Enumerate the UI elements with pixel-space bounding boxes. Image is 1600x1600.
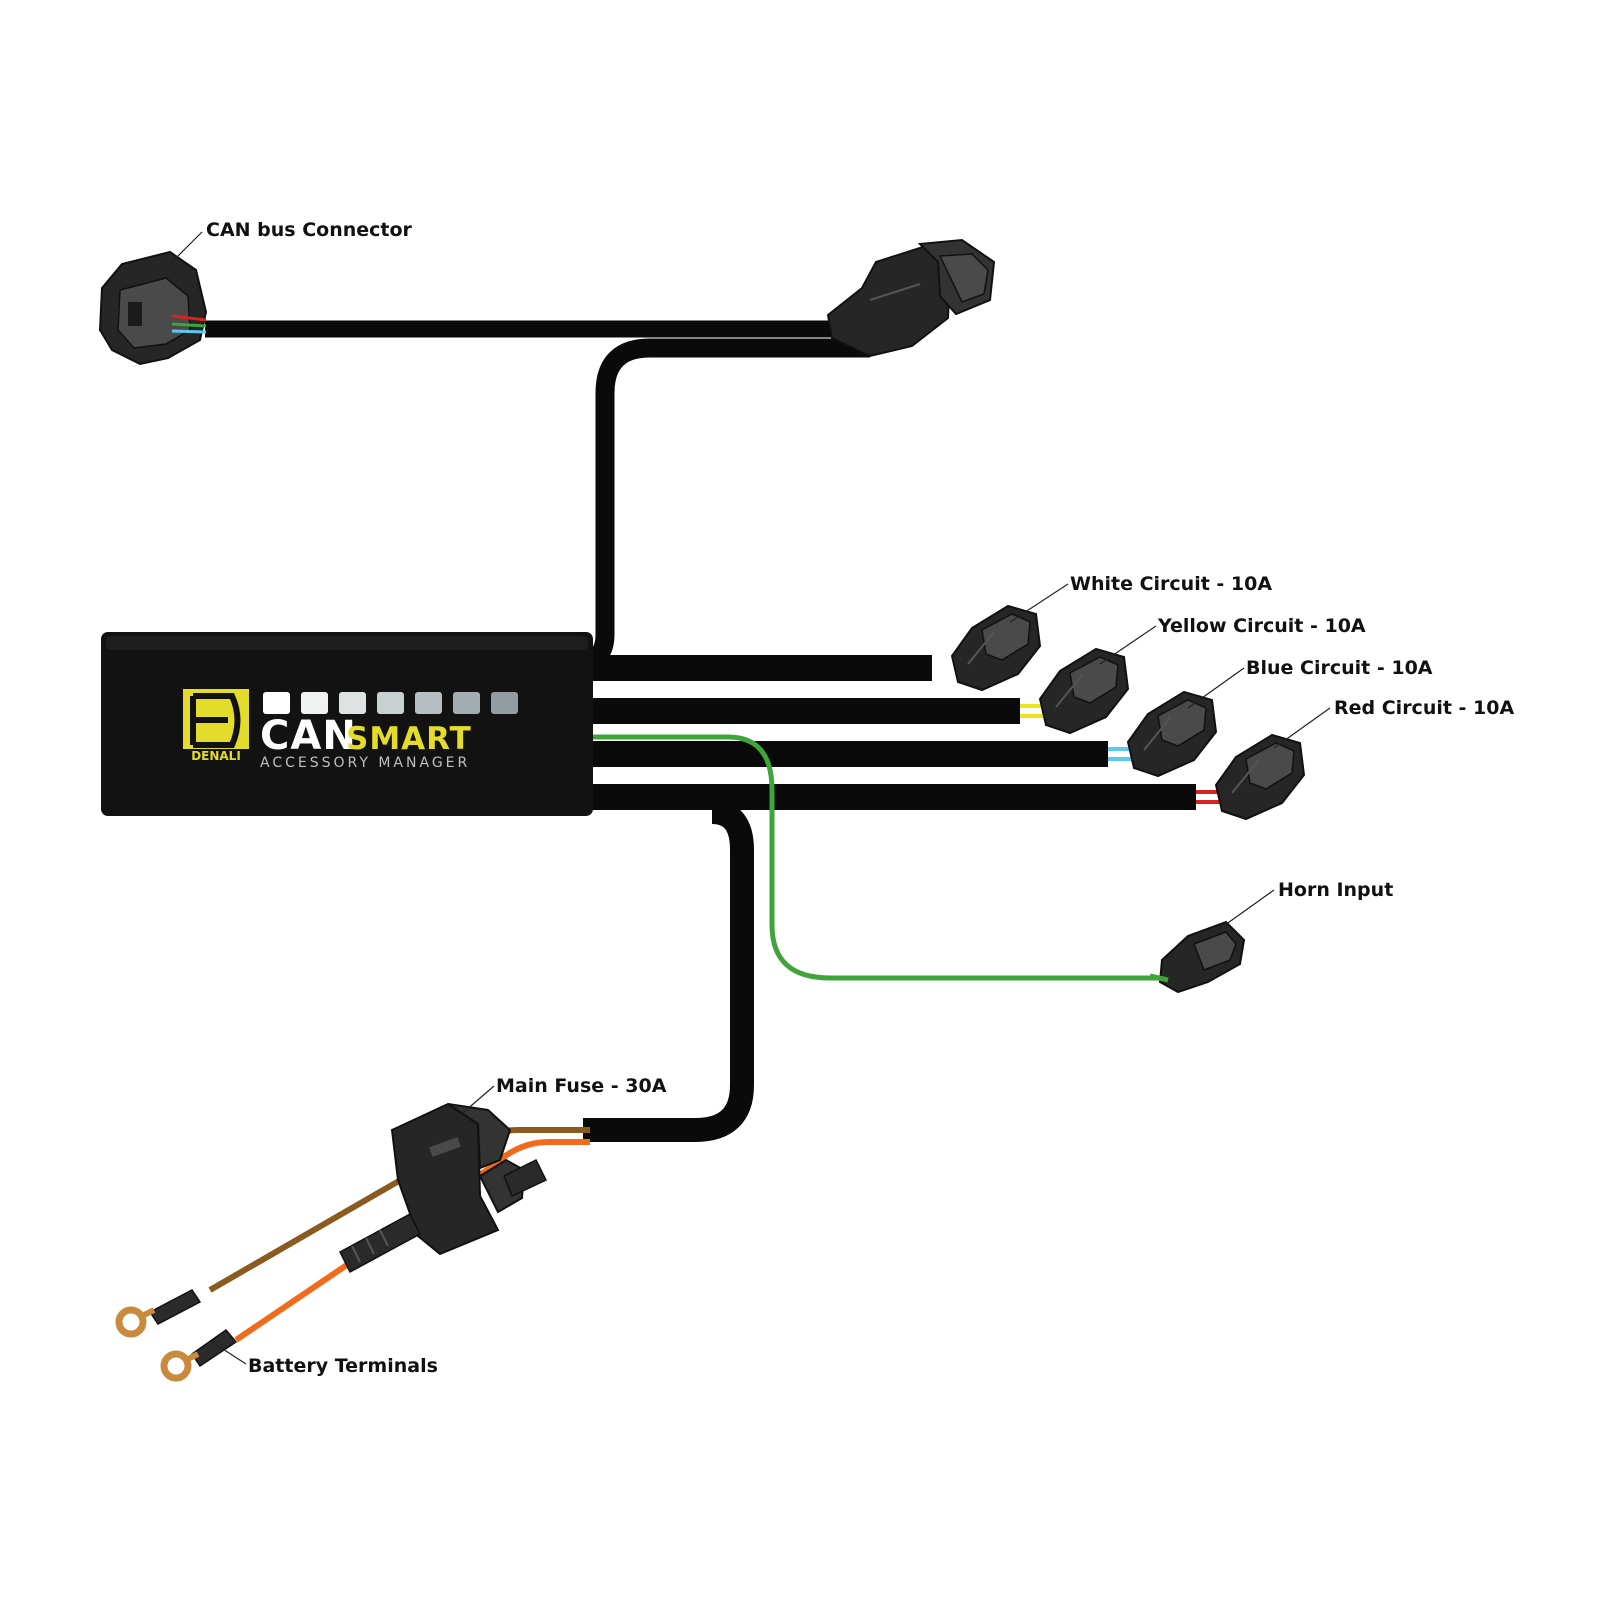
logo-text: DENALI	[191, 749, 241, 763]
label-main-fuse: Main Fuse - 30A	[496, 1075, 667, 1097]
brand-name-can: CAN	[260, 713, 357, 759]
led-indicator	[377, 692, 404, 714]
led-indicator	[301, 692, 328, 714]
connector-red-circuit	[1196, 733, 1306, 821]
label-blue-circuit: Blue Circuit - 10A	[1246, 657, 1433, 679]
battery-ring-terminal-brown	[115, 1289, 202, 1338]
power-cable	[583, 800, 754, 1142]
label-red-circuit: Red Circuit - 10A	[1334, 697, 1514, 719]
main-fuse-holder	[339, 1102, 548, 1274]
label-can-bus-connector: CAN bus Connector	[206, 219, 413, 241]
output-connectors	[932, 604, 1306, 821]
led-indicator	[415, 692, 442, 714]
connector-blue-circuit	[1108, 690, 1218, 778]
cansmart-module: DENALI CAN SMART ACCESSORY MANAGER	[101, 632, 593, 816]
label-yellow-circuit: Yellow Circuit - 10A	[1157, 615, 1366, 637]
label-white-circuit: White Circuit - 10A	[1070, 573, 1272, 595]
led-indicator-row	[263, 692, 518, 714]
brand-subtitle: ACCESSORY MANAGER	[260, 755, 470, 771]
horn-input-wire	[592, 734, 1170, 981]
can-bus-connector	[98, 250, 208, 366]
denali-logo: DENALI	[183, 689, 249, 763]
can-bus-cable	[205, 320, 870, 671]
led-indicator	[491, 692, 518, 714]
connector-yellow-circuit	[1020, 647, 1130, 735]
can-bus-mating-connector	[826, 238, 996, 358]
led-indicator	[263, 692, 290, 714]
led-indicator	[453, 692, 480, 714]
callout-leaders	[161, 231, 1331, 1365]
connector-white-circuit	[932, 604, 1042, 692]
circuit-cables	[590, 655, 1196, 810]
battery-ring-terminal-orange	[160, 1328, 238, 1382]
label-battery-terminals: Battery Terminals	[248, 1355, 438, 1377]
label-horn-input: Horn Input	[1278, 879, 1393, 901]
brand-name-smart: SMART	[346, 721, 472, 757]
horn-input-connector	[1149, 920, 1246, 994]
led-indicator	[339, 692, 366, 714]
